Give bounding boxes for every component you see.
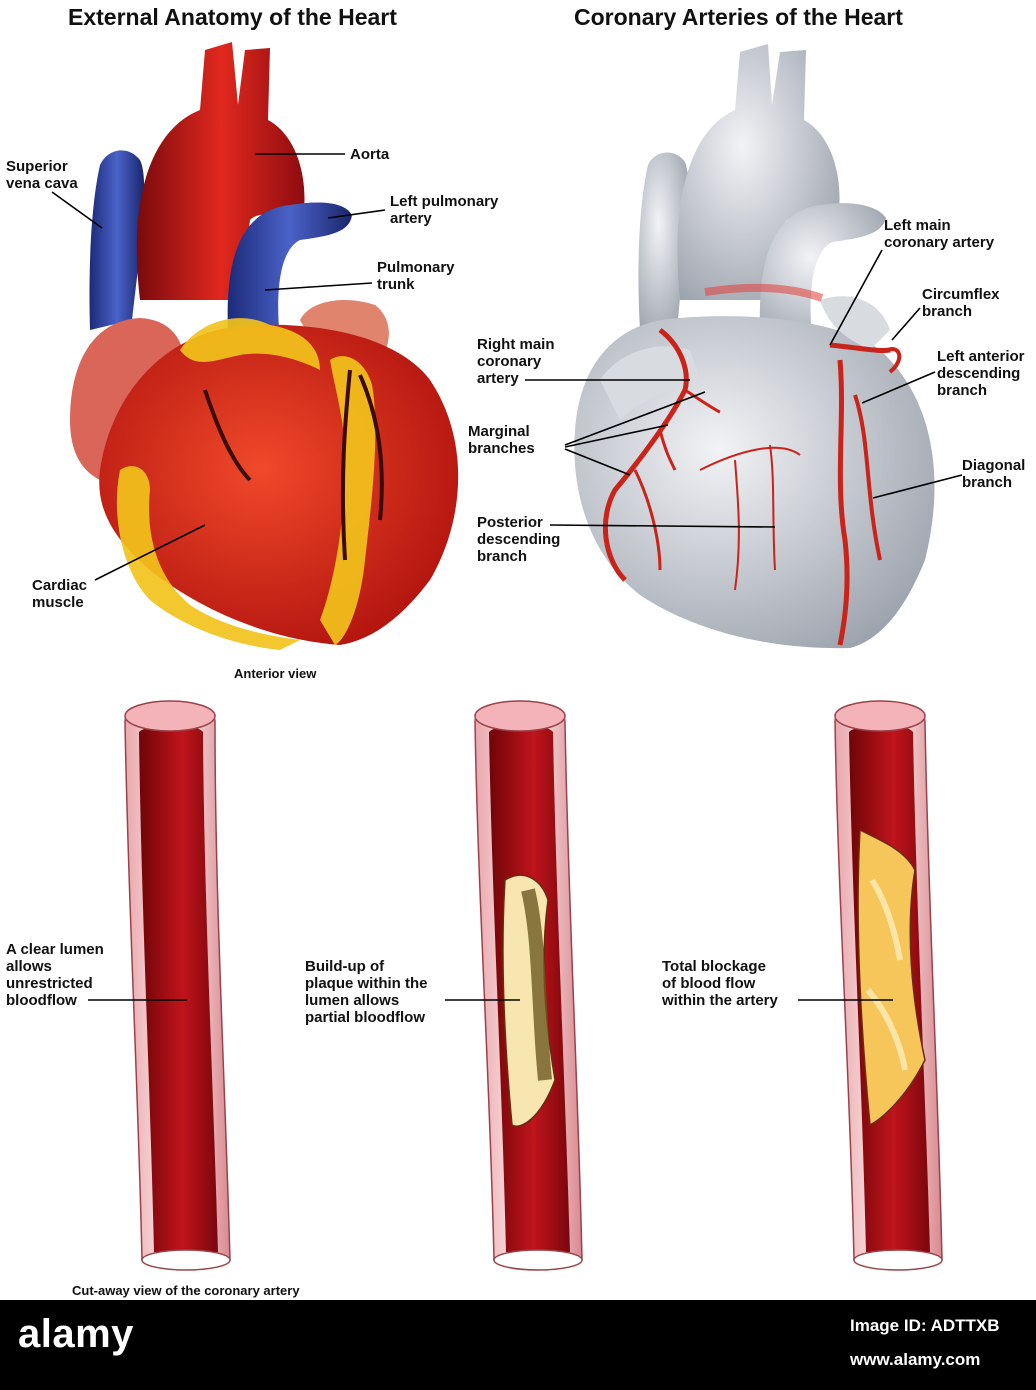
leader-cardiac-muscle: [94, 524, 206, 581]
artery1-bottom-rim: [141, 1249, 231, 1271]
label-right-main-coronary-artery: Right main coronary artery: [477, 336, 555, 387]
grey-pulmonary-shape: [759, 203, 886, 340]
caption-cutaway-view: Cut-away view of the coronary artery: [72, 1283, 300, 1298]
watermark-footer-bar: alamy Image ID: ADTTXB www.alamy.com: [0, 1300, 1036, 1390]
leader-diagonal: [872, 474, 963, 499]
aorta-shape: [136, 42, 305, 300]
artery1-lumen: [139, 724, 218, 1252]
label-cardiac-muscle: Cardiac muscle: [32, 577, 88, 611]
circumflex-branch-path: [887, 347, 902, 374]
grey-aorta-shape: [677, 44, 840, 300]
artery-blocked-illustration: [834, 700, 943, 1271]
label-left-main-coronary-artery: Left main coronary artery: [884, 217, 995, 251]
caption-anterior-view: Anterior view: [234, 666, 317, 681]
image-id-text: Image ID: ADTTXB: [850, 1316, 1000, 1335]
leader-marginal-1: [564, 391, 706, 446]
alamy-logo: alamy: [18, 1312, 134, 1356]
label-plaque-buildup: Build-up of plaque within the lumen allo…: [305, 958, 428, 1026]
title-external-anatomy: External Anatomy of the Heart: [68, 4, 397, 30]
artery1-top-rim: [124, 700, 216, 732]
title-coronary-arteries: Coronary Arteries of the Heart: [574, 4, 903, 30]
label-posterior-descending-branch: Posterior descending branch: [477, 514, 561, 565]
heart-external-illustration: [70, 42, 459, 650]
right-main-coronary-path: [602, 328, 689, 582]
artery2-bottom-rim: [493, 1249, 583, 1271]
artery2-partial-channel: [521, 888, 552, 1081]
epicardial-fat-shape: [116, 318, 376, 650]
label-superior-vena-cava: Superior vena cava: [6, 158, 78, 192]
artery-clear-illustration: [124, 700, 231, 1271]
marginal-branches-path: [633, 388, 721, 571]
pulmonary-trunk-shape: [227, 202, 352, 340]
label-clear-lumen: A clear lumen allows unrestricted bloodf…: [6, 941, 104, 1009]
label-circumflex-branch: Circumflex branch: [922, 286, 1000, 320]
leader-circumflex: [891, 307, 921, 341]
label-diagonal-branch: Diagonal branch: [962, 457, 1026, 491]
leader-left-anterior-descending: [861, 371, 936, 404]
grey-vena-cava-shape: [638, 152, 689, 330]
illustration-canvas: [51, 42, 963, 1271]
leader-left-pulmonary-artery: [327, 209, 386, 219]
posterior-descending-path: [699, 444, 801, 591]
label-left-pulmonary-artery: Left pulmonary artery: [390, 193, 499, 227]
coronary-vessels-left-shape: [203, 369, 384, 561]
label-pulmonary-trunk: Pulmonary trunk: [377, 259, 455, 293]
leader-pulmonary-trunk: [264, 282, 373, 291]
leader-left-main-coronary: [829, 249, 883, 346]
left-anterior-descending-path: [837, 359, 850, 646]
leader-marginal-2: [564, 424, 669, 448]
label-total-blockage: Total blockage of blood flow within the …: [662, 958, 778, 1009]
site-url-text: www.alamy.com: [850, 1350, 981, 1369]
artery3-top-rim: [834, 700, 926, 732]
artery-partial-illustration: [474, 700, 583, 1271]
artery3-plaque-blockage: [857, 828, 926, 1127]
superior-vena-cava-shape: [89, 150, 145, 330]
label-aorta: Aorta: [350, 146, 390, 163]
leader-superior-vena-cava: [51, 191, 103, 229]
hidden-coronary-band-path: [704, 283, 824, 302]
label-left-anterior-descending-branch: Left anterior descending branch: [937, 348, 1025, 399]
artery3-plaque-texture: [865, 878, 908, 1071]
artery2-top-rim: [474, 700, 566, 732]
leader-posterior-descending: [549, 524, 776, 528]
diagonal-branch-path: [853, 394, 882, 561]
heart-coronary-illustration: [574, 44, 935, 649]
artery3-bottom-rim: [853, 1249, 943, 1271]
grey-fat-texture-shape: [600, 296, 890, 420]
leader-marginal-3: [564, 448, 631, 476]
left-main-coronary-path: [829, 342, 891, 353]
label-marginal-branches: Marginal branches: [468, 423, 535, 457]
